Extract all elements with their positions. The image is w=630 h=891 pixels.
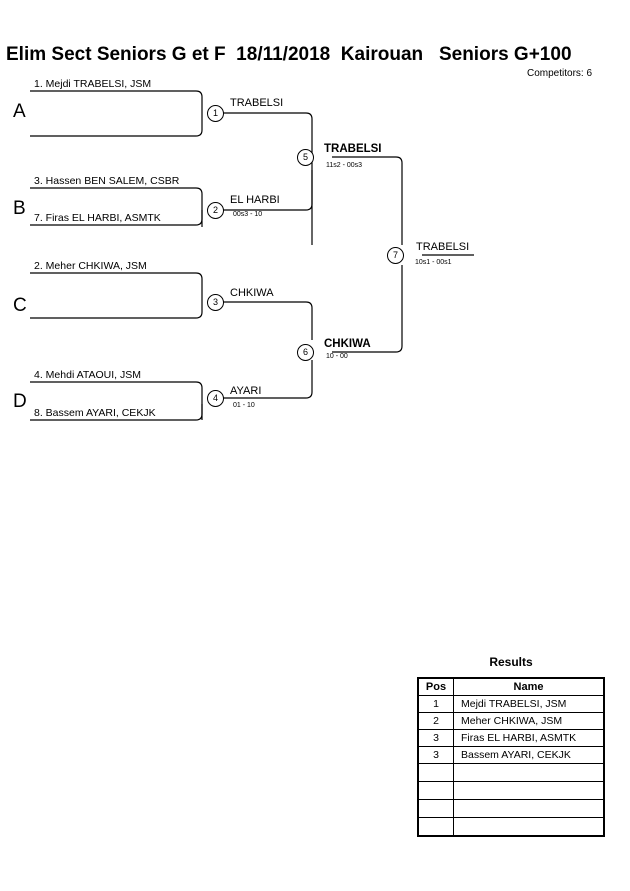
result-name <box>453 781 605 800</box>
result-pos: 2 <box>417 712 454 730</box>
result-name <box>453 799 605 818</box>
match-winner-2: EL HARBI <box>230 194 280 206</box>
result-pos: 3 <box>417 729 454 747</box>
result-name: Meher CHKIWA, JSM <box>453 712 605 730</box>
seed-entry: 2. Meher CHKIWA, JSM <box>34 260 147 272</box>
table-row: 2 Meher CHKIWA, JSM <box>417 712 605 730</box>
result-pos <box>417 799 454 818</box>
result-name: Firas EL HARBI, ASMTK <box>453 729 605 747</box>
result-pos <box>417 817 454 837</box>
result-name <box>453 817 605 837</box>
table-row: 3 Bassem AYARI, CEKJK <box>417 746 605 764</box>
match-score-5: 11s2 - 00s3 <box>326 162 363 169</box>
table-row-empty <box>417 781 605 800</box>
match-number-3[interactable]: 3 <box>207 294 224 311</box>
results-table: Pos Name 1 Mejdi TRABELSI, JSM 2 Meher C… <box>417 677 605 837</box>
match-number-4[interactable]: 4 <box>207 390 224 407</box>
match-winner-6: CHKIWA <box>324 338 371 350</box>
match-number-5[interactable]: 5 <box>297 149 314 166</box>
column-header-name: Name <box>453 677 605 696</box>
result-name <box>453 763 605 782</box>
match-number-1[interactable]: 1 <box>207 105 224 122</box>
result-pos <box>417 781 454 800</box>
table-row: 1 Mejdi TRABELSI, JSM <box>417 695 605 713</box>
seed-entry: 7. Firas EL HARBI, ASMTK <box>34 212 161 224</box>
result-name: Bassem AYARI, CEKJK <box>453 746 605 764</box>
match-winner-3: CHKIWA <box>230 287 274 299</box>
result-pos: 1 <box>417 695 454 713</box>
group-letter-d: D <box>13 391 27 412</box>
seed-entry: 1. Mejdi TRABELSI, JSM <box>34 78 152 90</box>
group-letter-a: A <box>13 101 26 122</box>
seed-entry: 3. Hassen BEN SALEM, CSBR <box>34 175 180 187</box>
match-score-2: 00s3 - 10 <box>233 211 263 218</box>
group-letter-c: C <box>13 295 27 316</box>
table-row-empty <box>417 817 605 837</box>
result-pos: 3 <box>417 746 454 764</box>
result-name: Mejdi TRABELSI, JSM <box>453 695 605 713</box>
match-winner-7: TRABELSI <box>416 241 470 253</box>
match-winner-1: TRABELSI <box>230 97 284 109</box>
table-row: 3 Firas EL HARBI, ASMTK <box>417 729 605 747</box>
group-letter-b: B <box>13 198 26 219</box>
table-row-empty <box>417 799 605 818</box>
match-score-6: 10 - 00 <box>326 353 348 360</box>
bracket-lines <box>30 90 474 421</box>
table-row-empty <box>417 763 605 782</box>
results-title: Results <box>489 655 533 669</box>
table-header-row: Pos Name <box>417 677 605 696</box>
seed-entry: 8. Bassem AYARI, CEKJK <box>34 407 156 419</box>
match-score-4: 01 - 10 <box>233 402 255 409</box>
match-number-7[interactable]: 7 <box>387 247 404 264</box>
result-pos <box>417 763 454 782</box>
match-number-2[interactable]: 2 <box>207 202 224 219</box>
bracket-diagram <box>30 90 474 421</box>
page-title: Elim Sect Seniors G et F 18/11/2018 Kair… <box>6 44 572 65</box>
match-number-6[interactable]: 6 <box>297 344 314 361</box>
match-winner-5: TRABELSI <box>324 143 382 155</box>
competitors-count: Competitors: 6 <box>527 68 593 79</box>
column-header-pos: Pos <box>417 677 454 696</box>
seed-entry: 4. Mehdi ATAOUI, JSM <box>34 369 141 381</box>
match-winner-4: AYARI <box>230 385 262 397</box>
match-score-7: 10s1 - 00s1 <box>415 259 452 266</box>
